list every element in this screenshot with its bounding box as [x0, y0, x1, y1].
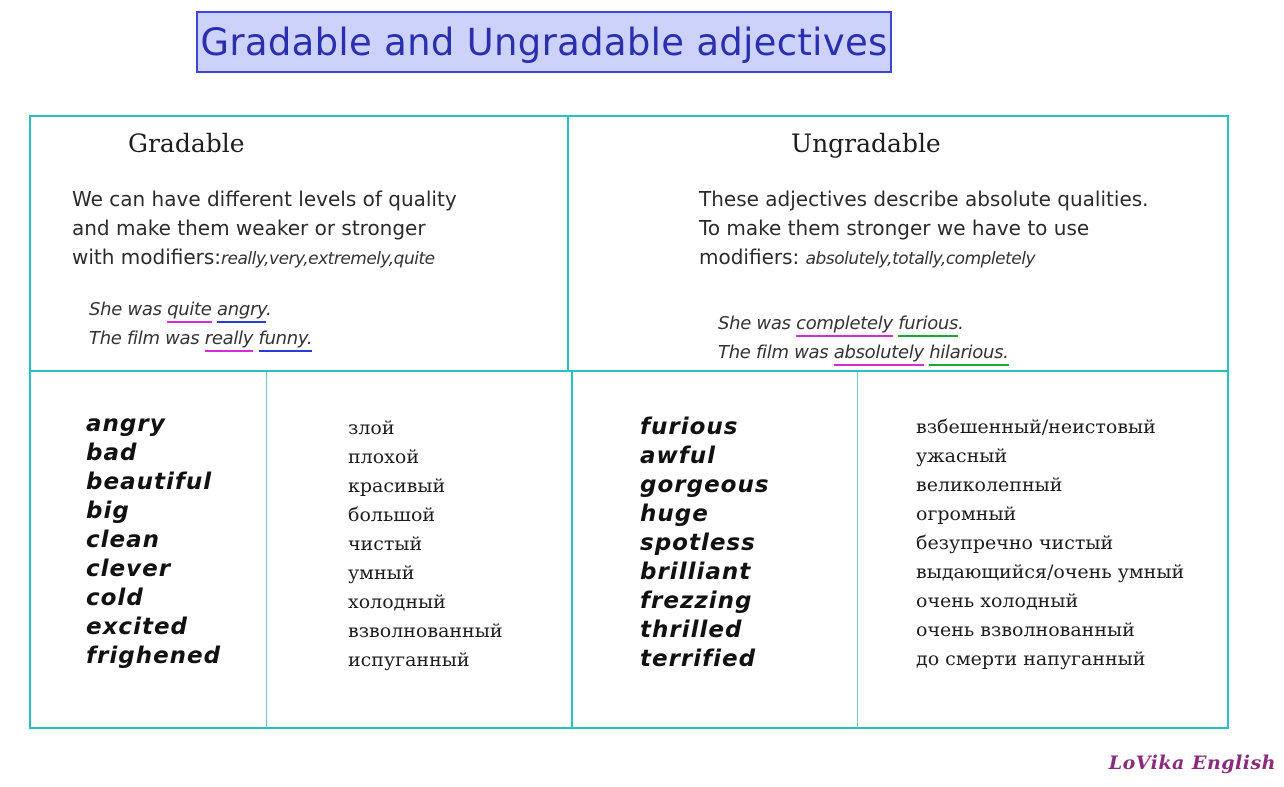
ungradable-translation-list: взбешенный/неистовый ужасный великолепны… — [916, 413, 1184, 674]
list-item: big — [86, 498, 130, 524]
list-item: плохой — [348, 446, 419, 468]
example-adjective: hilarious — [929, 342, 1003, 366]
list-item: frighened — [86, 643, 222, 669]
list-item: взбешенный/неистовый — [916, 416, 1156, 438]
gradable-description: We can have different levels of quality … — [72, 185, 457, 274]
list-item: frezzing — [640, 588, 753, 614]
title-box: Gradable and Ungradable adjectives — [196, 11, 892, 73]
example-modifier: completely — [796, 313, 893, 337]
ungradable-heading: Ungradable — [791, 129, 941, 158]
list-item: умный — [348, 562, 415, 584]
list-item: bad — [86, 440, 138, 466]
list-item: красивый — [348, 475, 446, 497]
list-item: terrified — [640, 646, 757, 672]
example-modifier: quite — [167, 299, 212, 323]
example-prefix: She was — [718, 313, 797, 334]
list-item: huge — [640, 501, 709, 527]
ungradable-desc-prefix: modifiers: — [699, 245, 800, 269]
list-item: злой — [348, 417, 395, 439]
adjectives-table: Gradable We can have different levels of… — [29, 115, 1229, 729]
example-adjective: funny — [258, 328, 307, 352]
ungradable-word-divider — [857, 372, 858, 727]
example-modifier: really — [204, 328, 253, 352]
list-item: spotless — [640, 530, 756, 556]
ungradable-description: These adjectives describe absolute quali… — [699, 185, 1149, 274]
list-item: большой — [348, 504, 436, 526]
gradable-translation-list: злой плохой красивый большой чистый умны… — [348, 414, 503, 675]
list-item: beautiful — [86, 469, 213, 495]
example-suffix: . — [306, 328, 313, 352]
gradable-example-2: The film was really funny. — [89, 324, 313, 353]
ungradable-example-1: She was completely furious. — [718, 309, 1009, 338]
list-item: cold — [86, 585, 144, 611]
ungradable-word-list: furious awful gorgeous huge spotless bri… — [640, 413, 770, 674]
list-item: безупречно чистый — [916, 532, 1114, 554]
list-item: взволнованный — [348, 620, 503, 642]
example-suffix: . — [958, 313, 964, 334]
list-item: clever — [86, 556, 172, 582]
list-item: brilliant — [640, 559, 752, 585]
example-prefix: She was — [89, 299, 168, 320]
list-item: furious — [640, 414, 739, 440]
ungradable-modifiers: absolutely,totally,completely — [805, 249, 1036, 269]
list-item: испуганный — [348, 649, 470, 671]
top-divider — [567, 117, 569, 372]
list-item: gorgeous — [640, 472, 770, 498]
list-item: великолепный — [916, 474, 1063, 496]
gradable-desc-line: and make them weaker or stronger — [72, 216, 426, 240]
gradable-heading: Gradable — [128, 129, 245, 158]
brand-label: LoVika English — [1108, 752, 1276, 774]
gradable-modifiers: really,very,extremely,quite — [221, 249, 435, 269]
list-item: clean — [86, 527, 161, 553]
list-item: чистый — [348, 533, 423, 555]
ungradable-examples: She was completely furious. The film was… — [718, 309, 1009, 367]
example-adjective: angry — [216, 299, 266, 323]
ungradable-desc-line: These adjectives describe absolute quali… — [699, 187, 1149, 211]
gradable-desc-prefix: with modifiers: — [72, 245, 222, 269]
list-item: холодный — [348, 591, 446, 613]
example-adjective: furious — [898, 313, 958, 337]
list-item: awful — [640, 443, 717, 469]
ungradable-desc-line: To make them stronger we have to use — [699, 216, 1090, 240]
gradable-desc-line: with modifiers:really,very,extremely,qui… — [72, 243, 457, 274]
list-item: ужасный — [916, 445, 1008, 467]
list-item: angry — [86, 411, 166, 437]
ungradable-desc-line: modifiers: absolutely,totally,completely — [699, 243, 1149, 274]
example-suffix: . — [266, 299, 272, 320]
gradable-examples: She was quite angry. The film was really… — [89, 295, 313, 353]
gradable-word-divider — [266, 372, 267, 727]
gradable-desc-line: We can have different levels of quality — [72, 187, 457, 211]
list-item: огромный — [916, 503, 1017, 525]
list-item: thrilled — [640, 617, 743, 643]
list-item: excited — [86, 614, 189, 640]
list-item: выдающийся/очень умный — [916, 561, 1185, 583]
example-prefix: The film was — [89, 328, 205, 349]
page-title: Gradable and Ungradable adjectives — [200, 20, 888, 64]
list-item: очень холодный — [916, 590, 1079, 612]
example-modifier: absolutely — [833, 342, 924, 366]
gradable-word-list: angry bad beautiful big clean clever col… — [86, 410, 221, 671]
list-item: до смерти напуганный — [916, 648, 1146, 670]
middle-divider — [31, 370, 1227, 372]
list-item: очень взволнованный — [916, 619, 1135, 641]
example-suffix: . — [1003, 342, 1009, 366]
example-prefix: The film was — [718, 342, 834, 363]
gradable-example-1: She was quite angry. — [89, 295, 312, 324]
bottom-divider — [571, 372, 573, 727]
ungradable-example-2: The film was absolutely hilarious. — [718, 338, 1009, 367]
